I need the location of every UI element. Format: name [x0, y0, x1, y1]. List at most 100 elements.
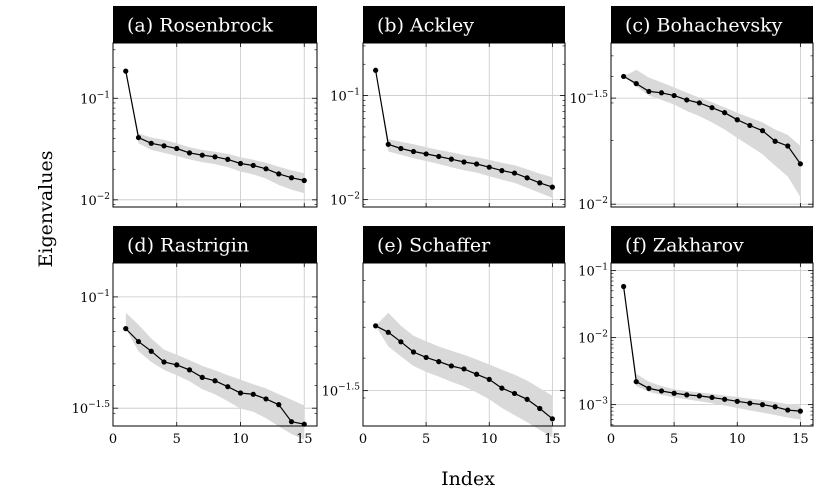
- y-axis-label: Eigenvalues: [35, 151, 57, 268]
- y-tick-label: 10−3: [578, 397, 608, 414]
- data-point: [448, 363, 454, 369]
- data-point: [398, 339, 404, 345]
- panel-title: (b) Ackley: [377, 15, 474, 37]
- y-tick-label: 10−1: [80, 90, 110, 107]
- data-point: [759, 402, 766, 408]
- variance-band: [125, 71, 305, 194]
- chart-panel: 10−3 10−2 10−1 0 5 10 15 (f) Zakharov: [578, 226, 814, 447]
- data-point: [658, 388, 665, 394]
- data-point: [225, 384, 231, 390]
- data-point: [123, 326, 129, 332]
- data-point: [797, 408, 803, 414]
- variance-band: [375, 70, 553, 198]
- panel-header: [611, 6, 813, 43]
- data-point: [759, 128, 766, 134]
- x-tick-label: 0: [359, 432, 367, 447]
- data-point: [199, 152, 205, 158]
- data-point: [199, 374, 205, 380]
- data-point: [461, 159, 467, 165]
- y-tick-label: 10−2: [578, 330, 608, 347]
- data-point: [385, 329, 391, 335]
- variance-band: [623, 286, 801, 420]
- data-point: [276, 402, 282, 408]
- data-point: [288, 175, 295, 181]
- y-tick-label: 10−1.5: [322, 383, 361, 400]
- data-point: [174, 362, 180, 368]
- data-point: [658, 90, 665, 96]
- data-point: [671, 390, 677, 396]
- plot-frame: [610, 42, 814, 208]
- data-point: [709, 105, 715, 111]
- y-tick-label: 10−2: [80, 192, 110, 209]
- eigenvalue-line: [623, 286, 801, 412]
- y-tick-label: 10−1: [80, 289, 110, 306]
- variance-band: [375, 312, 553, 438]
- data-point: [373, 323, 379, 329]
- data-point: [135, 338, 142, 345]
- data-point: [633, 81, 639, 87]
- data-point: [722, 396, 728, 402]
- data-point: [537, 405, 543, 412]
- chart-panel: 10−210−1.5(c) Bohachevsky: [570, 6, 814, 213]
- data-point: [398, 145, 404, 152]
- data-point: [646, 385, 652, 391]
- data-point: [537, 180, 543, 186]
- data-point: [696, 393, 702, 399]
- data-point: [772, 404, 778, 410]
- data-point: [785, 407, 791, 413]
- data-point: [511, 170, 518, 176]
- data-point: [747, 122, 753, 129]
- data-point: [436, 359, 442, 365]
- panel-header: [363, 226, 565, 263]
- data-point: [486, 164, 492, 170]
- data-point: [747, 400, 753, 406]
- data-point: [410, 148, 417, 155]
- data-point: [524, 396, 530, 402]
- data-point: [772, 138, 778, 144]
- data-point: [461, 366, 467, 372]
- panel-title: (e) Schaffer: [377, 235, 491, 257]
- x-tick-label: 0: [607, 432, 615, 447]
- panel-title: (c) Bohachevsky: [625, 15, 783, 37]
- data-point: [288, 419, 295, 425]
- data-point: [734, 398, 740, 404]
- data-point: [621, 283, 627, 290]
- x-tick-label: 10: [729, 432, 746, 447]
- y-tick-label: 10−1.5: [72, 400, 111, 417]
- data-point: [410, 349, 417, 355]
- data-point: [709, 394, 715, 401]
- data-point: [186, 150, 193, 156]
- y-tick-label: 10−1: [578, 263, 608, 280]
- data-point: [373, 67, 379, 73]
- data-point: [263, 396, 269, 402]
- y-tick-label: 10−1.5: [570, 90, 609, 107]
- panel-header: [363, 6, 565, 43]
- x-tick-label: 15: [296, 432, 313, 447]
- data-point: [633, 379, 639, 385]
- x-tick-label: 5: [670, 432, 678, 447]
- data-point: [148, 140, 154, 146]
- data-point: [276, 171, 282, 177]
- data-point: [646, 88, 652, 95]
- x-tick-label: 15: [792, 432, 809, 447]
- data-point: [186, 367, 193, 373]
- data-point: [785, 143, 791, 149]
- data-point: [301, 177, 307, 184]
- x-tick-label: 0: [109, 432, 117, 447]
- panel-title: (d) Rastrigin: [127, 235, 249, 257]
- data-point: [123, 68, 129, 74]
- data-point: [250, 162, 256, 169]
- data-point: [212, 154, 218, 160]
- x-tick-label: 10: [232, 432, 249, 447]
- data-point: [385, 141, 391, 147]
- data-point: [499, 168, 505, 174]
- data-point: [684, 97, 690, 103]
- data-point: [237, 160, 244, 167]
- data-point: [250, 391, 256, 397]
- data-point: [237, 390, 244, 396]
- panel-title: (f) Zakharov: [625, 235, 744, 257]
- x-tick-label: 5: [422, 432, 430, 447]
- panel-title: (a) Rosenbrock: [127, 15, 273, 37]
